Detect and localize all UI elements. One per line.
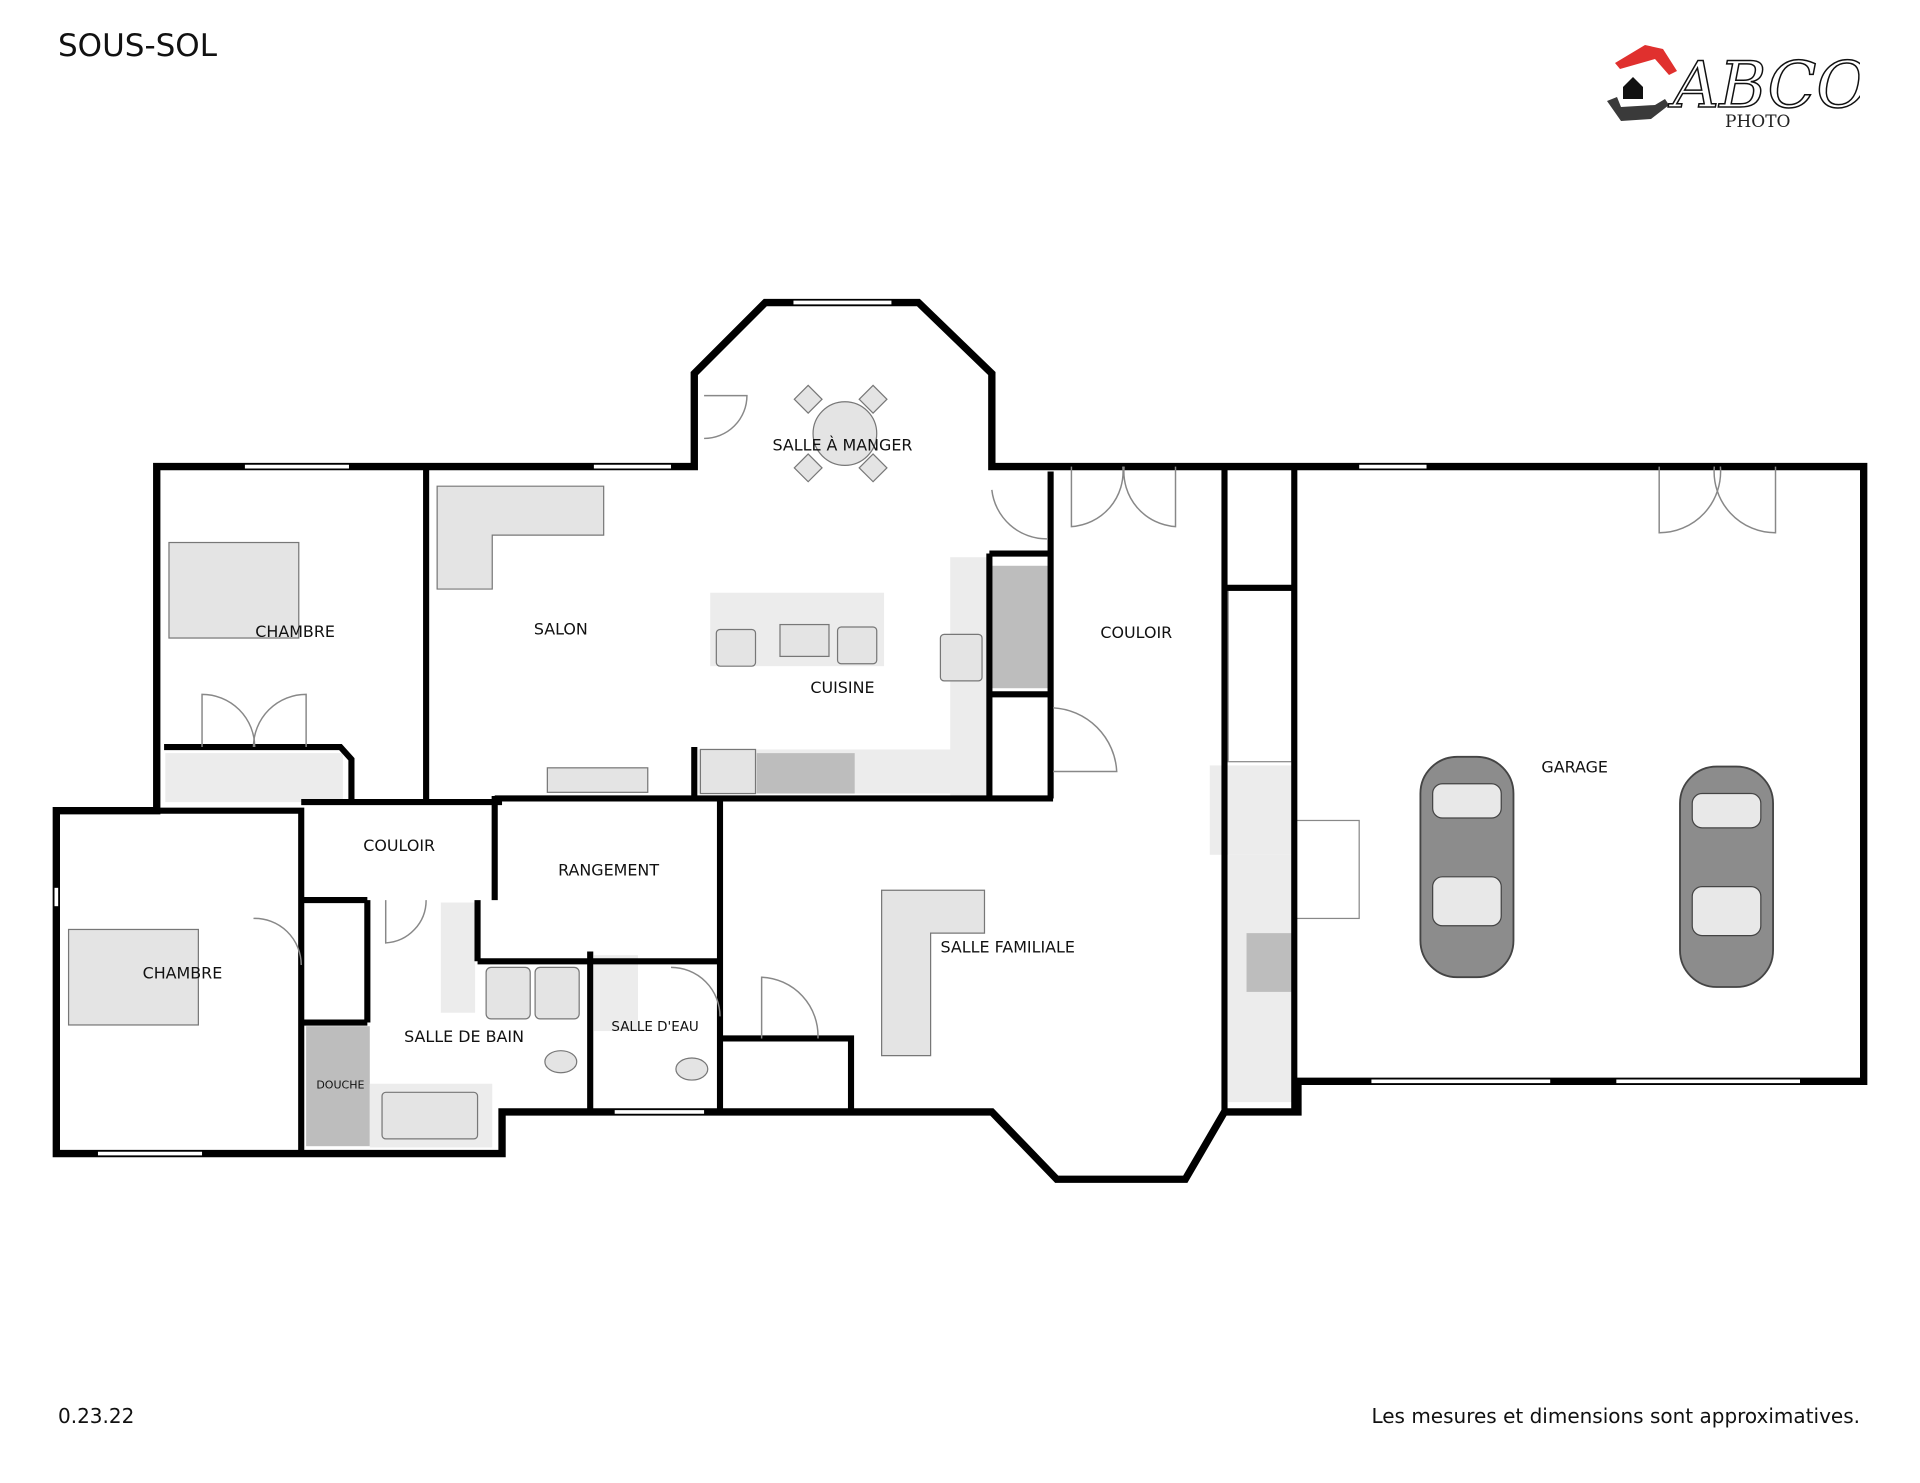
room-label-douche: DOUCHE [316, 1079, 364, 1092]
logo-brand: ABCO [1668, 49, 1860, 123]
toilet [675, 1057, 709, 1081]
chair [858, 384, 888, 414]
disclaimer: Les mesures et dimensions sont approxima… [1371, 1404, 1860, 1428]
chair [858, 453, 888, 483]
room-label-salle-d-eau: SALLE D'EAU [611, 1020, 698, 1035]
chair [793, 453, 823, 483]
kitchen-sink [779, 623, 830, 658]
stool [715, 628, 757, 667]
stairs-lower [1294, 819, 1360, 920]
dining-table [812, 401, 878, 466]
room-label-cuisine: CUISINE [810, 678, 874, 697]
bed [168, 541, 300, 639]
shower [306, 1026, 370, 1147]
room-label-garage: GARAGE [1541, 758, 1608, 777]
stool [836, 626, 878, 665]
salle-eau-vanity [593, 955, 638, 1032]
room-label-salle-de-bain: SALLE DE BAIN [404, 1027, 524, 1046]
room-label-chambre: CHAMBRE [143, 963, 223, 982]
chair [793, 384, 823, 414]
bed [67, 928, 199, 1026]
kitchen-counter-dark [756, 753, 855, 794]
logo-sub: PHOTO [1725, 112, 1790, 132]
vanity [440, 902, 476, 1013]
bathtub [381, 1091, 479, 1140]
car-left [1419, 755, 1515, 979]
abco-photo-logo: ABCO PHOTO [1585, 35, 1870, 140]
logo-house-icon [1623, 77, 1643, 99]
washer [485, 966, 531, 1020]
windows [54, 300, 1800, 1156]
toilet [544, 1050, 578, 1074]
room-label-salle-a-manger: SALLE À MANGER [772, 436, 912, 455]
sectional-sofa [436, 485, 605, 590]
room-label-couloir: COULOIR [363, 836, 435, 855]
stove [939, 633, 983, 682]
room-label-salon: SALON [534, 619, 588, 638]
logo-red-hand [1615, 45, 1677, 75]
couloir-cabinet [991, 565, 1051, 689]
fridge [699, 748, 757, 795]
room-label-couloir: COULOIR [1100, 623, 1172, 642]
room-label-chambre: CHAMBRE [255, 622, 335, 641]
tv-console [546, 767, 649, 793]
car-right [1679, 765, 1774, 988]
logo-dark-hand [1607, 97, 1669, 121]
room-label-rangement: RANGEMENT [558, 861, 659, 880]
closet [165, 753, 343, 803]
stairs-upper [1227, 589, 1293, 763]
furnace [1246, 933, 1294, 992]
family-sofa [881, 889, 986, 1057]
interior-walls [156, 466, 1298, 1154]
dryer [534, 966, 580, 1020]
room-label-salle-familiale: SALLE FAMILIALE [941, 938, 1075, 957]
version-label: 0.23.22 [58, 1404, 135, 1428]
floor-title: SOUS-SOL [58, 28, 217, 64]
door-swings [201, 394, 1777, 1039]
